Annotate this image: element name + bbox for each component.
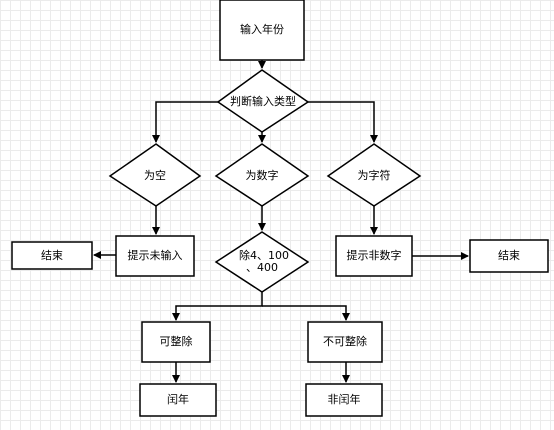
input-year-label: 输入年份 xyxy=(240,22,284,36)
judge-type-diamond xyxy=(216,69,310,133)
divide-check-label-line1: 除4、100 xyxy=(239,248,289,262)
arrow-divide-to-not-divisible xyxy=(262,305,350,321)
leap-year-box xyxy=(139,383,217,417)
arrow-divide-to-divisible xyxy=(172,290,263,321)
end-left-box xyxy=(11,241,93,270)
prompt-not-input-label: 提示未输入 xyxy=(128,248,183,262)
end-right-label: 结束 xyxy=(498,249,520,262)
labels: 输入年份 判断输入类型 为空 为数字 为字符 结束 提示未输入 除4、100 、… xyxy=(41,22,520,406)
non-leap-year-label: 非闰年 xyxy=(328,392,361,406)
end-right-box xyxy=(469,239,549,273)
divide-check-diamond xyxy=(214,231,310,293)
is-number-label: 为数字 xyxy=(246,168,279,182)
leap-year-label: 闰年 xyxy=(167,392,189,406)
arrow-judge-to-empty xyxy=(152,101,218,143)
is-char-diamond xyxy=(326,143,422,207)
not-divisible-box xyxy=(307,321,383,363)
prompt-non-number-label: 提示非数字 xyxy=(347,248,402,262)
judge-type-label: 判断输入类型 xyxy=(230,94,296,108)
end-left-label: 结束 xyxy=(41,249,63,262)
connectors xyxy=(93,60,469,383)
is-empty-diamond xyxy=(108,143,202,207)
is-char-label: 为字符 xyxy=(358,168,391,182)
shapes xyxy=(11,0,549,417)
divide-check-label-line2: 、400 xyxy=(246,261,278,274)
divisible-label: 可整除 xyxy=(160,334,193,348)
prompt-not-input-box xyxy=(115,235,195,277)
input-year-box xyxy=(219,0,305,61)
arrow-judge-to-char xyxy=(308,101,378,143)
divisible-box xyxy=(141,321,211,363)
is-empty-label: 为空 xyxy=(144,168,166,182)
non-leap-year-box xyxy=(305,383,383,417)
prompt-non-number-box xyxy=(335,235,413,277)
is-number-diamond xyxy=(214,143,310,207)
not-divisible-label: 不可整除 xyxy=(323,334,367,348)
